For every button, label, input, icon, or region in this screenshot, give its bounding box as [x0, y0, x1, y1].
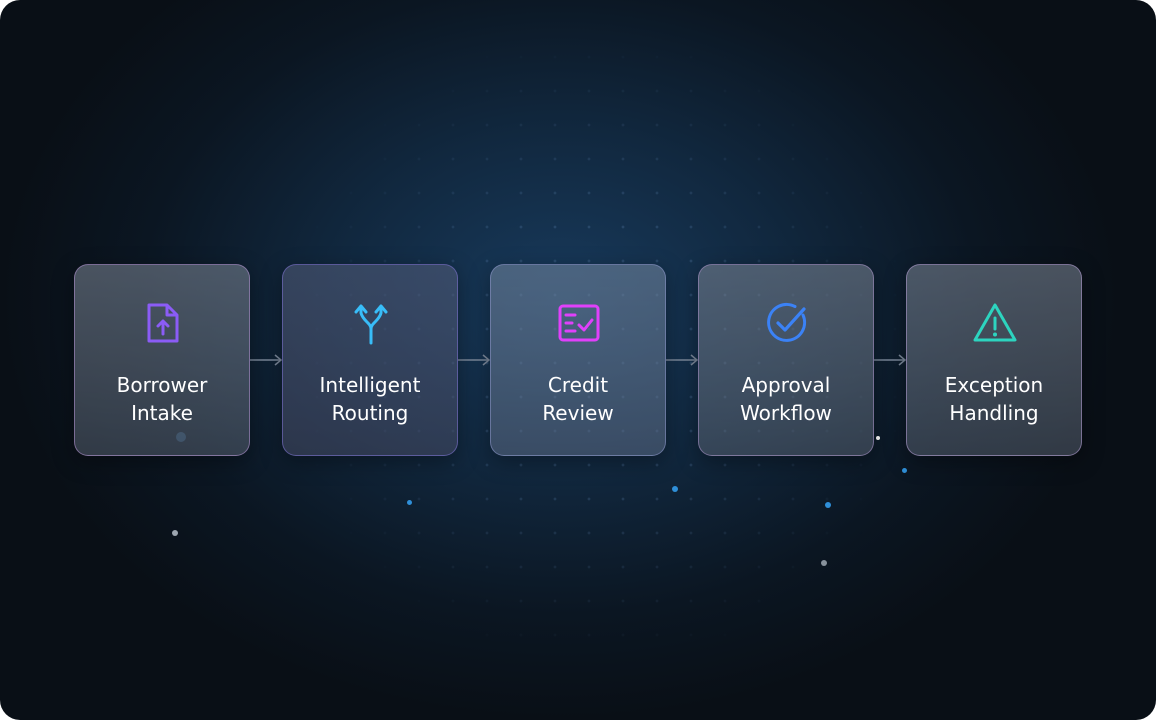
particle	[876, 436, 880, 440]
connector-arrow-4	[874, 354, 907, 366]
particle	[672, 486, 678, 492]
step-label-line2: Review	[542, 401, 614, 425]
step-label-line2: Routing	[331, 401, 409, 425]
step-label-line1: Approval	[741, 373, 831, 397]
step-label: Intelligent Routing	[283, 371, 457, 427]
step-label-line1: Intelligent	[319, 373, 421, 397]
step-label: Credit Review	[491, 371, 665, 427]
step-label-line2: Workflow	[740, 401, 832, 425]
step-card-approval-workflow: Approval Workflow	[698, 264, 874, 456]
file-upload-icon	[147, 303, 179, 343]
particle	[821, 560, 827, 566]
step-label-line2: Intake	[131, 401, 193, 425]
step-label-line1: Borrower	[116, 373, 208, 397]
connector-arrow-2	[458, 354, 491, 366]
step-card-exception-handling: Exception Handling	[906, 264, 1082, 456]
checklist-icon	[558, 304, 600, 342]
step-label-line1: Credit	[547, 373, 609, 397]
particle	[407, 500, 412, 505]
warning-icon	[973, 303, 1017, 342]
check-circle-icon	[767, 303, 807, 342]
connector-arrow-3	[666, 354, 699, 366]
particle	[825, 502, 831, 508]
step-card-credit-review: Credit Review	[490, 264, 666, 456]
step-label: Approval Workflow	[699, 371, 873, 427]
step-label-line1: Exception	[944, 373, 1044, 397]
step-label: Borrower Intake	[75, 371, 249, 427]
particle	[902, 468, 907, 473]
split-routing-icon	[354, 304, 388, 345]
particle	[172, 530, 178, 536]
step-card-intelligent-routing: Intelligent Routing	[282, 264, 458, 456]
connector-arrow-1	[250, 354, 283, 366]
step-label-line2: Handling	[949, 401, 1039, 425]
step-label: Exception Handling	[907, 371, 1081, 427]
step-card-borrower-intake: Borrower Intake	[74, 264, 250, 456]
